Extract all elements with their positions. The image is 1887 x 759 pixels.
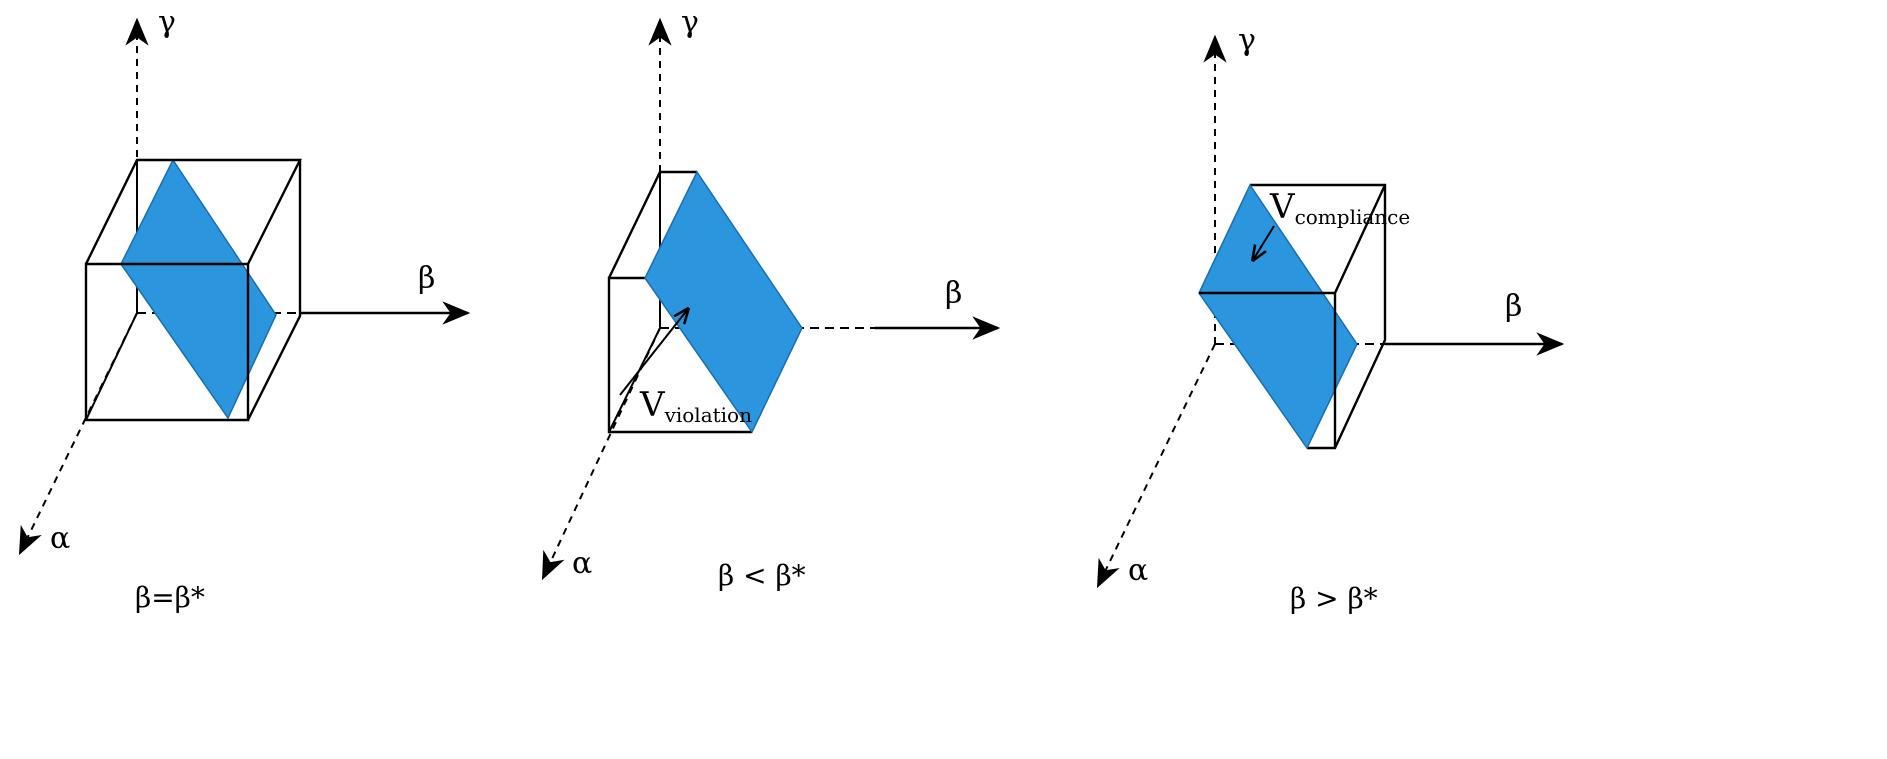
compliance-label-sub: compliance <box>1295 205 1411 229</box>
alpha-label: α <box>50 521 70 556</box>
alpha-axis <box>1096 343 1216 589</box>
cube-right-edges <box>246 160 302 421</box>
panel-greater: Vcompliance γ β α β > β* <box>1096 23 1565 615</box>
constraint-plane <box>644 170 803 434</box>
violation-label: Vviolation <box>639 385 752 427</box>
panel-equal: γ β α β=β* <box>18 5 471 614</box>
prism-back-edges <box>1250 183 1387 450</box>
panel-less: Vviolation γ β α β < β* <box>542 5 1001 592</box>
gamma-label: γ <box>1238 23 1256 58</box>
compliance-label: Vcompliance <box>1269 187 1410 229</box>
panel-caption: β=β* <box>135 581 205 614</box>
constraint-plane <box>120 158 277 420</box>
alpha-label: α <box>572 546 592 581</box>
beta-label: β <box>418 261 435 296</box>
cube-edge-hidden <box>85 312 138 421</box>
constraint-plane <box>1198 183 1358 450</box>
compliance-label-main: V <box>1269 187 1296 227</box>
cube-top-back-edges <box>84 158 302 265</box>
cube-edge-hidden <box>608 327 661 433</box>
panel-caption: β < β* <box>718 559 806 592</box>
violation-label-sub: violation <box>664 403 753 427</box>
compliance-arrow <box>1253 225 1275 260</box>
prism-top-edge <box>1333 184 1387 294</box>
prism-outline <box>607 276 752 434</box>
beta-label: β <box>1505 289 1522 324</box>
gamma-label: γ <box>158 5 176 40</box>
panel-caption: β > β* <box>1290 582 1378 615</box>
alpha-label: α <box>1128 553 1148 588</box>
violation-arrow <box>619 309 688 396</box>
beta-label: β <box>945 276 962 311</box>
gamma-label: γ <box>681 5 699 40</box>
violation-label-main: V <box>639 385 666 425</box>
prism-top-edges <box>607 170 697 279</box>
